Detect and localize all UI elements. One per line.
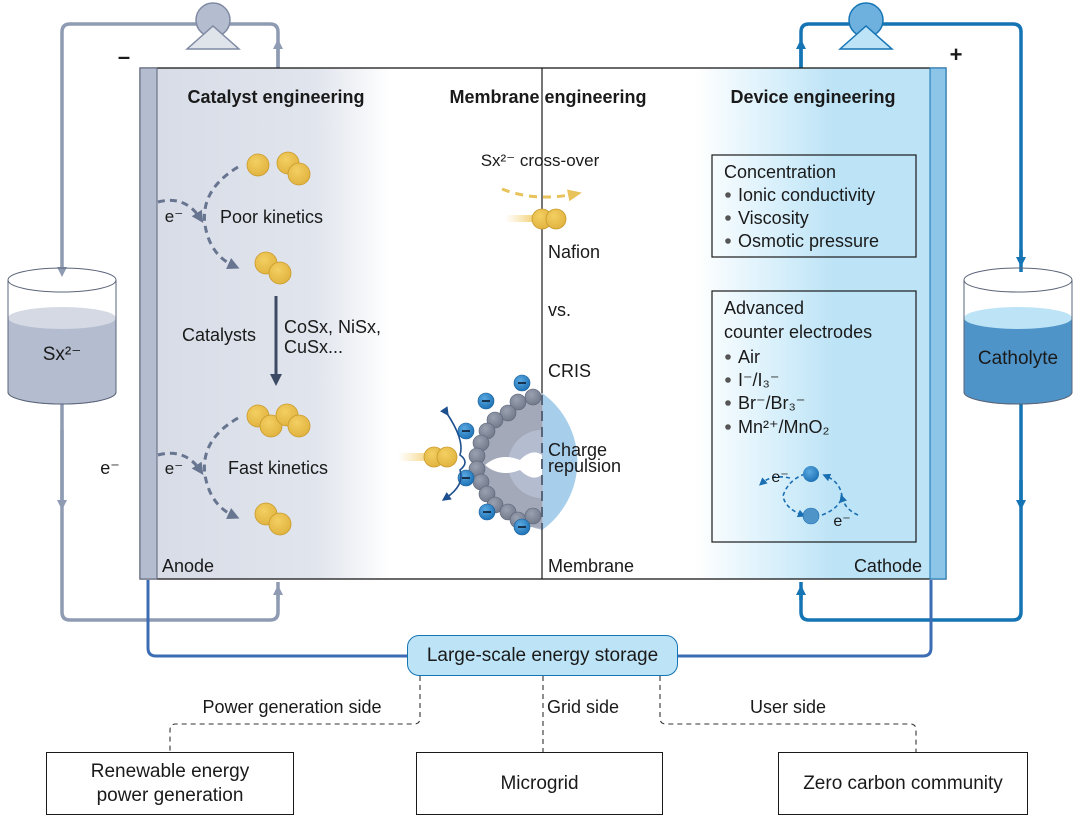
branch-user-side: User side [750, 697, 826, 717]
anode-electrode [139, 67, 158, 580]
concentration-list: Ionic conductivity Viscosity Osmotic pre… [725, 185, 879, 251]
counter-item: Br⁻/Br₃⁻ [738, 393, 805, 413]
target-microgrid: Microgrid [416, 752, 663, 815]
counter-item: I⁻/I₃⁻ [738, 370, 779, 390]
concentration-item: Ionic conductivity [738, 185, 875, 205]
cathode-pump-icon [838, 2, 894, 50]
redox-electron-upper: e⁻ [771, 469, 788, 486]
anolyte-label: Sx²⁻ [43, 344, 82, 365]
catalysts-label: Catalysts [182, 325, 256, 345]
cris-label: CRIS [548, 361, 591, 381]
external-circuit [146, 580, 933, 658]
concentration-item: Osmotic pressure [738, 231, 879, 251]
anode-pipe-loop [57, 22, 283, 622]
crossover-arrow [501, 187, 582, 202]
branch-power-generation-side: Power generation side [202, 697, 381, 717]
counter-electrode-list: Air I⁻/I₃⁻ Br⁻/Br₃⁻ Mn²⁺/MnO₂ [725, 347, 830, 437]
external-electron-label: e⁻ [100, 458, 120, 478]
catalyst-examples-line1: CoSx, NiSx, [284, 317, 381, 337]
redox-cycle-icon [759, 466, 859, 525]
poor-kinetics-electron-arrows [157, 165, 240, 269]
counter-heading-line2: counter electrodes [724, 322, 872, 342]
poor-kinetics-electron: e⁻ [165, 207, 183, 226]
cathode-label: Cathode [854, 556, 922, 576]
fast-kinetics-electron: e⁻ [165, 459, 183, 478]
energy-storage-hub-label: Large-scale energy storage [426, 644, 659, 666]
cathode-electrode [929, 67, 947, 580]
concentration-heading: Concentration [724, 162, 836, 182]
catalyst-examples-line2: CuSx... [284, 337, 343, 357]
energy-storage-hub: Large-scale energy storage [407, 635, 678, 676]
polymer-chain-upper [468, 388, 542, 465]
target-zero-carbon-community: Zero carbon community [778, 752, 1028, 815]
target-microgrid-label: Microgrid [500, 772, 579, 794]
counter-heading-line1: Advanced [724, 298, 804, 318]
counter-electrodes-box [711, 290, 917, 543]
device-engineering-title: Device engineering [730, 87, 895, 107]
anolyte-tank [7, 267, 117, 405]
cris-membrane-illustration [398, 374, 578, 536]
crossover-trail [505, 215, 535, 222]
minus-signs [462, 382, 526, 528]
crossover-label: Sx²⁻ cross-over [481, 151, 600, 170]
target-zero-carbon-label: Zero carbon community [803, 772, 1003, 794]
charge-repulsion-line2: repulsion [548, 456, 621, 476]
fast-kinetics-molecules [246, 403, 311, 536]
cathode-pipe-loop [796, 22, 1026, 622]
anode-pump-icon [185, 2, 241, 50]
membrane-engineering-title: Membrane engineering [449, 87, 646, 107]
concentration-item: Viscosity [738, 208, 809, 228]
concentration-box [711, 154, 917, 258]
repulsion-arrows [440, 406, 466, 501]
target-renewable-energy: Renewable energy power generation [46, 752, 294, 815]
counter-item: Air [738, 347, 760, 367]
catalyst-engineering-title: Catalyst engineering [187, 87, 364, 107]
membrane-label: Membrane [548, 556, 634, 576]
redox-electron-lower: e⁻ [833, 513, 850, 530]
poor-kinetics-molecules [246, 151, 311, 285]
nafion-label: Nafion [548, 242, 600, 262]
target-renewable-line2: power generation [96, 784, 244, 806]
anode-label: Anode [162, 556, 214, 576]
negative-terminal-label: – [118, 44, 130, 69]
fast-kinetics-label: Fast kinetics [228, 458, 328, 478]
target-renewable-line1: Renewable energy [90, 760, 250, 782]
branch-grid-side: Grid side [547, 697, 619, 717]
fast-kinetics-electron-arrows [157, 416, 240, 519]
vs-label: vs. [548, 300, 571, 320]
poor-kinetics-label: Poor kinetics [220, 207, 323, 227]
catholyte-label: Catholyte [978, 348, 1058, 369]
crossover-molecule [531, 208, 567, 230]
positive-terminal-label: + [950, 42, 963, 67]
catholyte-tank [963, 267, 1073, 405]
counter-item: Mn²⁺/MnO₂ [738, 417, 830, 437]
charge-repulsion-line1: Charge [548, 440, 607, 460]
application-connectors [169, 676, 917, 752]
